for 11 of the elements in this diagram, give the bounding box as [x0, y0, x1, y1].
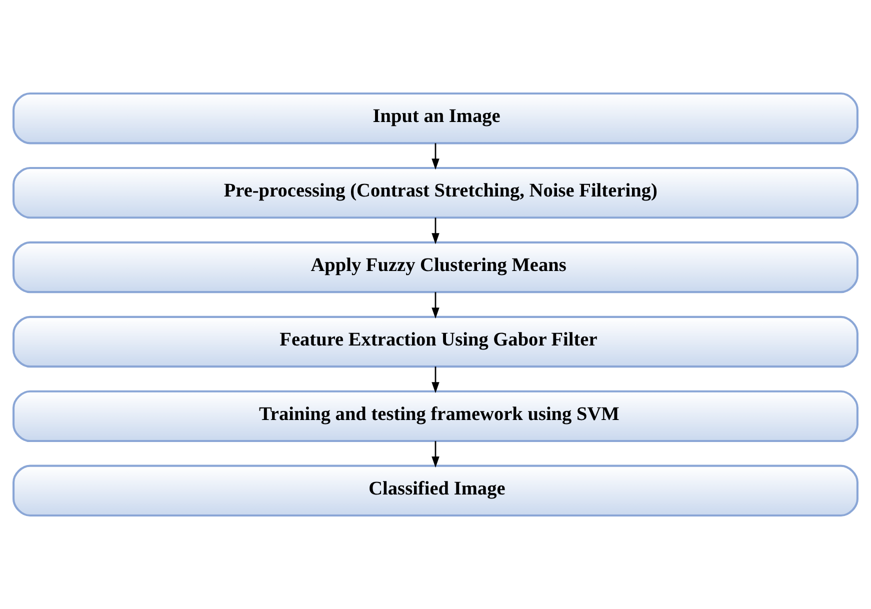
- node-box: Training and testing framework using SVM: [12, 390, 858, 442]
- node-box: Classified Image: [12, 464, 858, 517]
- arrow: [432, 143, 440, 170]
- arrow: [432, 366, 440, 394]
- node-box: Pre-processing (Contrast Stretching, Noise Filtering): [12, 166, 858, 219]
- node-box: Apply Fuzzy Clustering Means: [12, 241, 858, 294]
- node-box: Input an Image: [12, 92, 858, 144]
- node-box: Feature Extraction Using Gabor Filter: [12, 316, 858, 368]
- arrow: [432, 218, 440, 244]
- arrow: [432, 292, 440, 319]
- arrow: [432, 441, 440, 468]
